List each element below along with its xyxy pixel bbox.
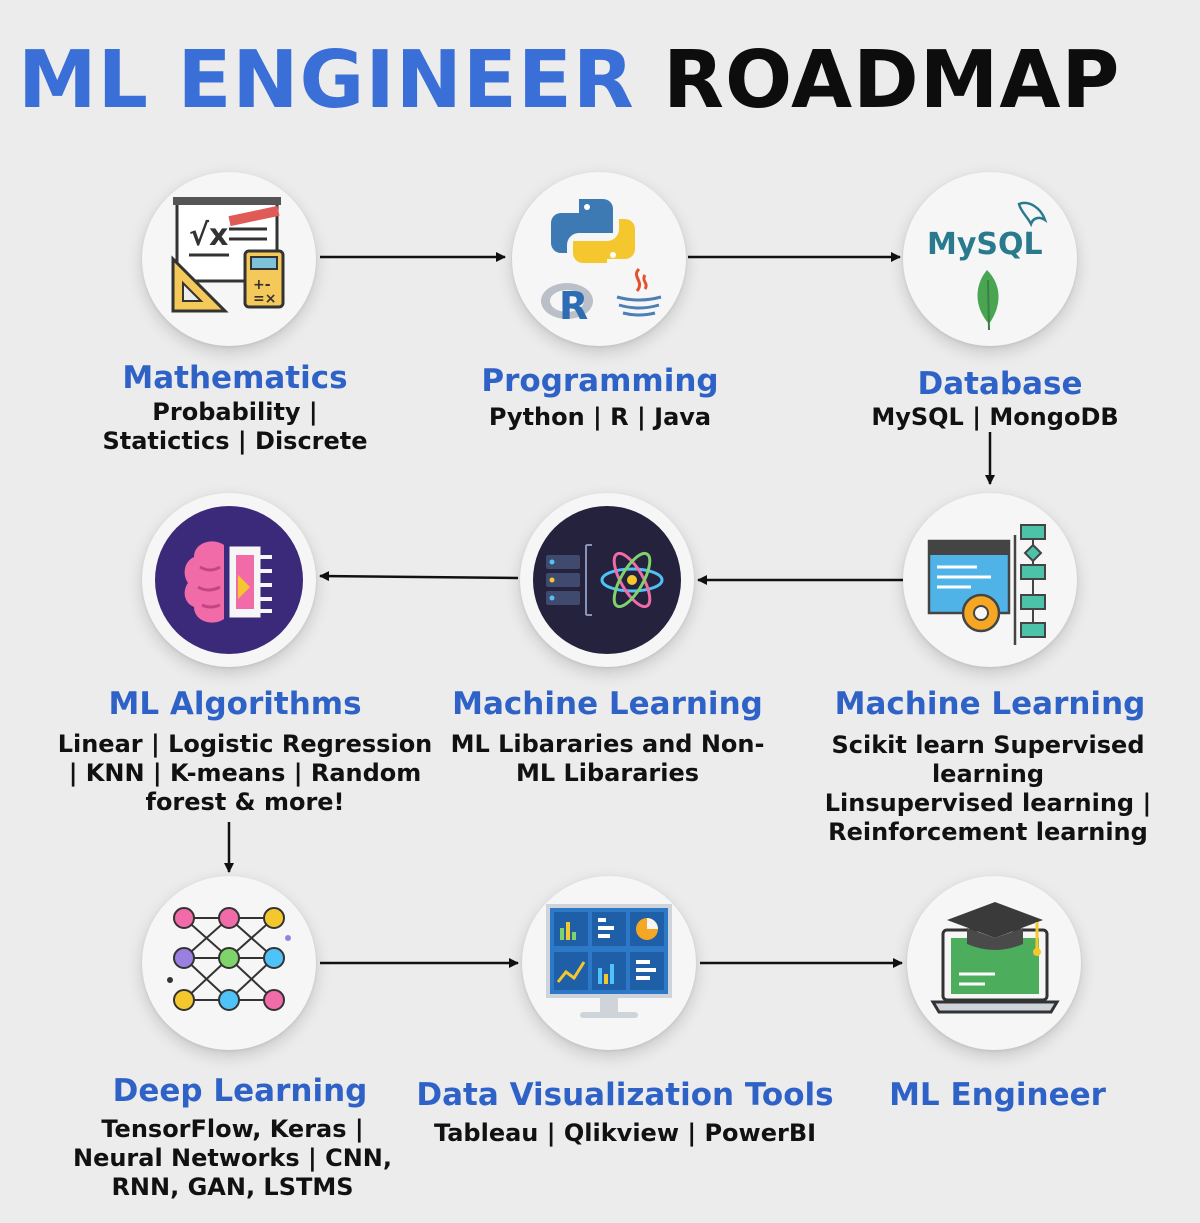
ml-scikit-title: Machine Learning xyxy=(834,686,1146,722)
atom-server-icon xyxy=(533,506,681,654)
neural-network-icon xyxy=(167,907,291,1011)
ml-algorithms-node xyxy=(142,493,316,667)
data-visualization-subtitle: Tableau | Qlikview | PowerBI xyxy=(433,1119,817,1147)
mathematics-node: √x +- =× xyxy=(142,172,316,346)
workflow-gear-icon xyxy=(927,524,1046,645)
title-part-black: ROADMAP xyxy=(663,34,1121,126)
database-subtitle: MySQL | MongoDB xyxy=(871,403,1119,431)
ml-libraries-title: Machine Learning xyxy=(452,686,763,722)
page-title: ML ENGINEER ROADMAP xyxy=(18,30,1188,130)
mathematics-subtitle: Probability | Statictics | Discrete xyxy=(102,398,368,455)
ml-algorithms-subtitle: Linear | Logistic Regression | KNN | K-m… xyxy=(57,730,433,816)
database-logos-icon: MySQL xyxy=(927,201,1048,331)
svg-text:+-: +- xyxy=(253,277,271,293)
programming-subtitle: Python | R | Java xyxy=(488,403,712,431)
math-board-icon: √x +- =× xyxy=(171,197,285,313)
svg-text:=×: =× xyxy=(253,291,276,307)
title-part-blue: ML ENGINEER xyxy=(18,34,635,126)
deep-learning-node xyxy=(142,876,316,1050)
brain-chip-icon xyxy=(155,506,303,654)
ml-libraries-subtitle: ML Libararies and Non- ML Libararies xyxy=(450,730,765,787)
ml-engineer-title: ML Engineer xyxy=(889,1077,1106,1113)
ml-algorithms-title: ML Algorithms xyxy=(108,686,362,722)
data-visualization-node xyxy=(522,876,696,1050)
svg-text:√x: √x xyxy=(189,218,228,253)
ml-scikit-subtitle: Scikit learn Supervised learning Linsupe… xyxy=(824,731,1152,846)
programming-node: R xyxy=(512,172,686,346)
arrow-ml-libs-to-algorithms xyxy=(319,571,519,582)
svg-text:R: R xyxy=(559,284,588,328)
programming-languages-icon: R xyxy=(541,199,662,328)
data-visualization-title: Data Visualization Tools xyxy=(416,1077,834,1113)
svg-text:MySQL: MySQL xyxy=(927,227,1043,262)
ml-libraries-node xyxy=(520,493,694,667)
ml-engineer-node xyxy=(907,876,1081,1050)
database-title: Database xyxy=(917,366,1083,402)
mathematics-title: Mathematics xyxy=(122,360,348,396)
database-node: MySQL xyxy=(903,172,1077,346)
deep-learning-subtitle: TensorFlow, Keras | Neural Networks | CN… xyxy=(72,1115,393,1201)
dashboard-monitor-icon xyxy=(546,904,672,1018)
ml-scikit-node xyxy=(903,493,1077,667)
graduation-laptop-icon xyxy=(930,902,1060,1014)
deep-learning-title: Deep Learning xyxy=(112,1073,368,1109)
programming-title: Programming xyxy=(481,363,719,399)
